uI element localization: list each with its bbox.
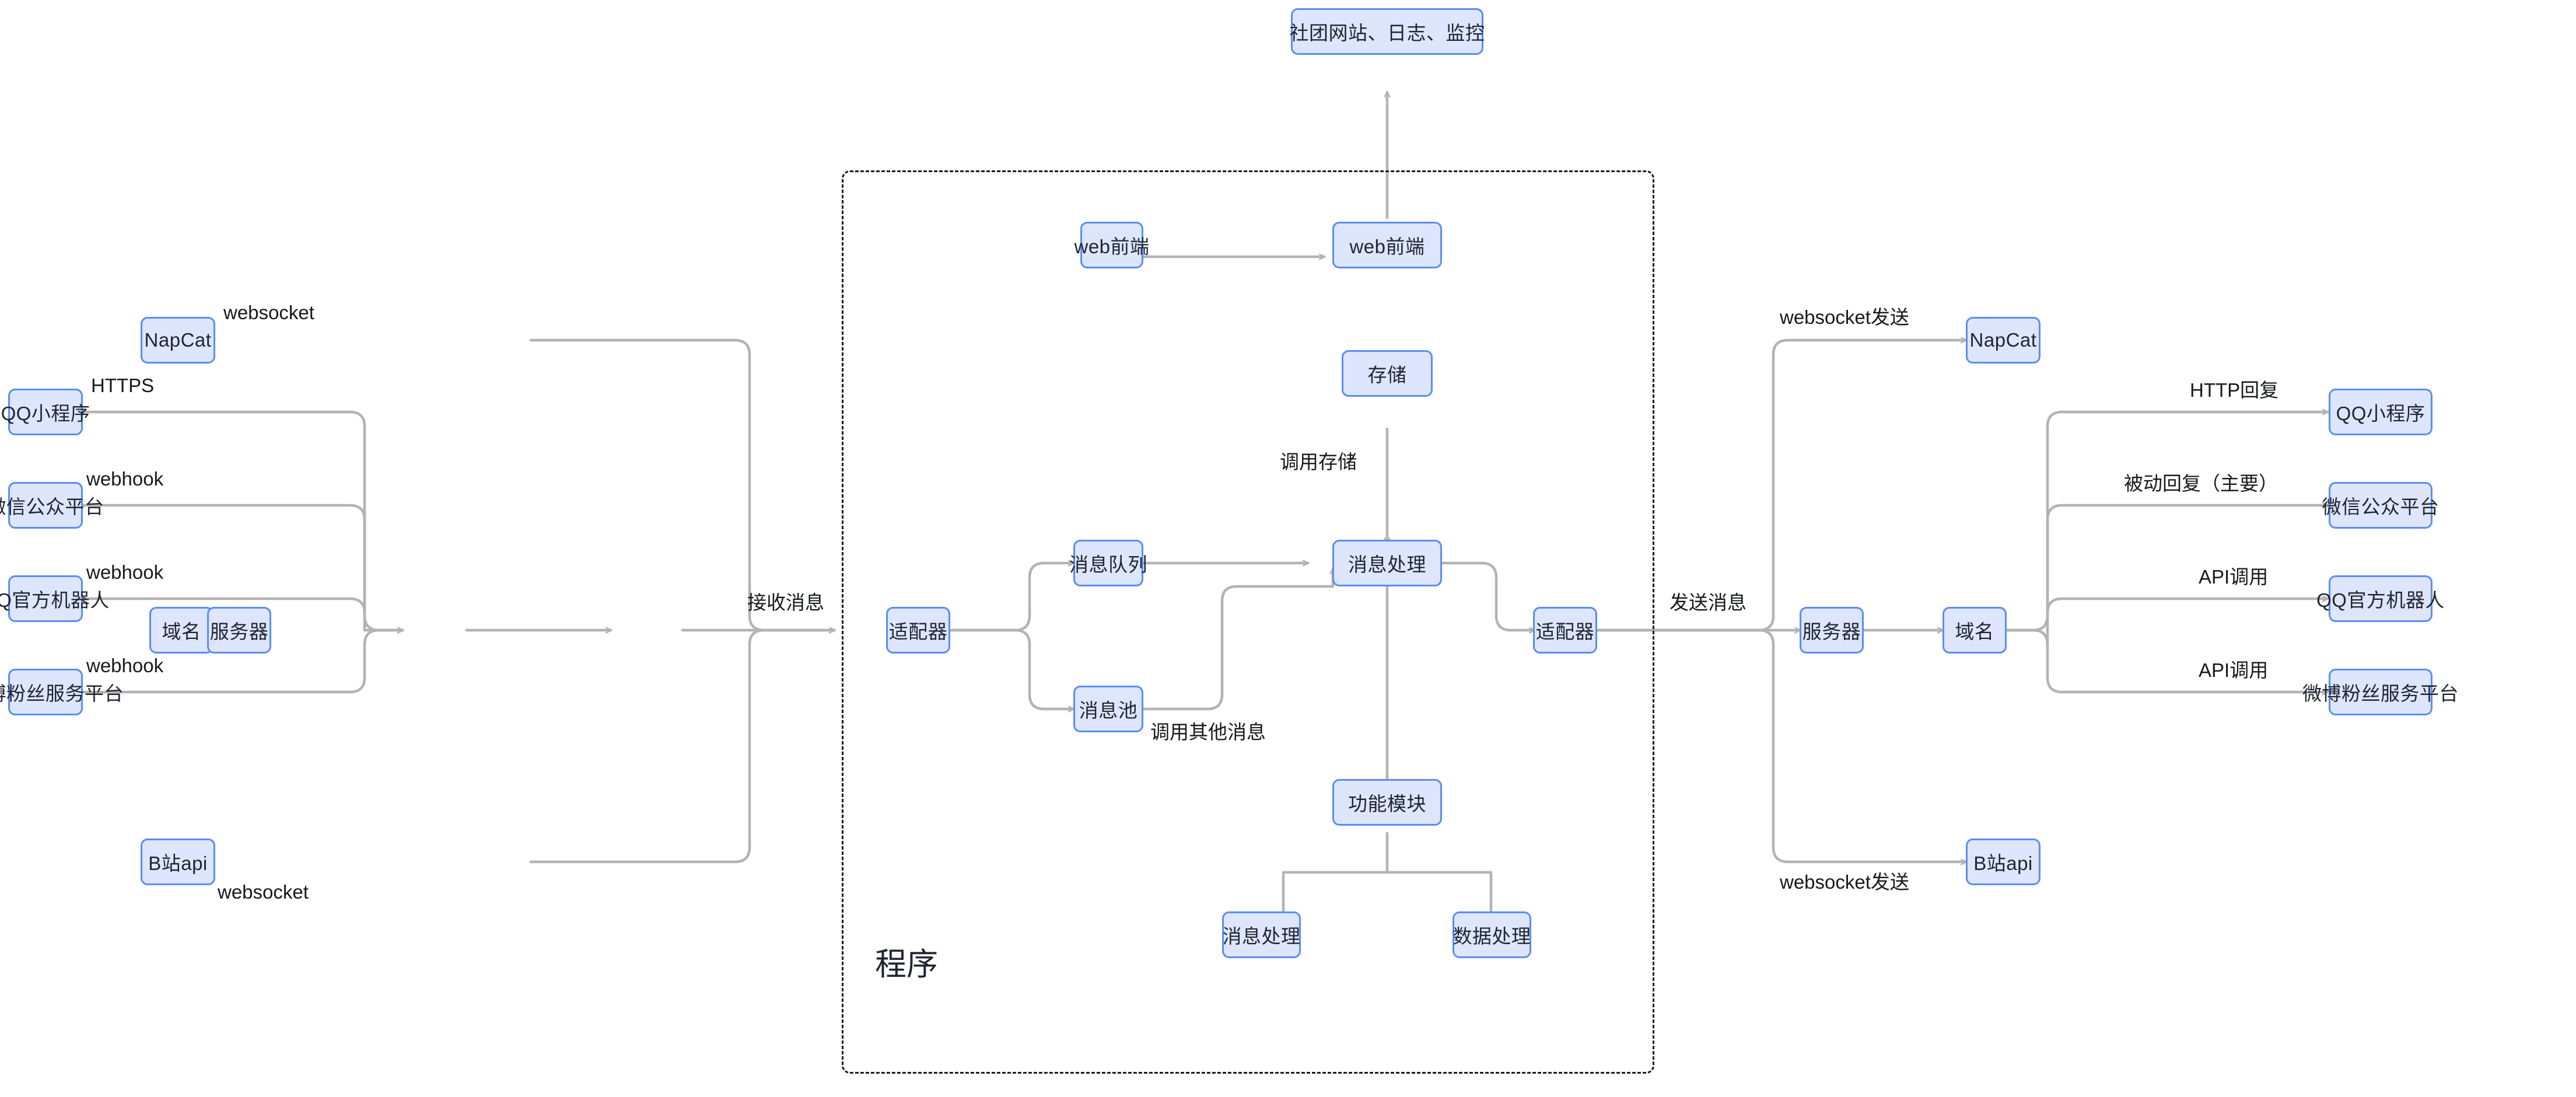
node-output-domain[interactable]: 域名 xyxy=(1943,607,2007,654)
node-feature-message-processing[interactable]: 消息处理 xyxy=(1222,911,1301,958)
node-label: 微信公众平台 xyxy=(0,496,104,518)
node-output-bilibili-api[interactable]: B站api xyxy=(1966,839,2041,885)
edge-label-https: HTTPS xyxy=(91,375,155,396)
edge-label-call-storage: 调用存储 xyxy=(1280,451,1357,473)
node-output-server[interactable]: 服务器 xyxy=(1800,607,1864,654)
node-label: B站api xyxy=(1973,853,2033,874)
node-input-qq-official-bot[interactable]: QQ官方机器人 xyxy=(0,575,109,622)
edge-label-websocket-napcat-in: websocket xyxy=(223,302,314,323)
node-label: 功能模块 xyxy=(1348,793,1426,815)
node-input-napcat[interactable]: NapCat xyxy=(141,317,215,364)
node-adapter-inbound[interactable]: 适配器 xyxy=(886,607,950,654)
node-label: 消息处理 xyxy=(1348,554,1426,575)
node-label: B站api xyxy=(148,853,208,874)
node-label: 消息处理 xyxy=(1222,925,1301,947)
node-label: QQ小程序 xyxy=(1,403,90,424)
node-club-website-log-monitor[interactable]: 社团网站、日志、监控 xyxy=(1289,8,1485,55)
node-label: web前端 xyxy=(1349,236,1425,257)
node-adapter-outbound[interactable]: 适配器 xyxy=(1533,607,1597,654)
edge-label-api-call-2: API调用 xyxy=(2199,659,2269,681)
edge-label-websocket-send-top: websocket发送 xyxy=(1780,306,1909,328)
node-output-wechat-official-platform[interactable]: 微信公众平台 xyxy=(2322,482,2439,529)
node-message-pool[interactable]: 消息池 xyxy=(1073,686,1143,732)
edge-label-api-call-1: API调用 xyxy=(2199,566,2269,588)
node-label: 社团网站、日志、监控 xyxy=(1289,22,1485,44)
node-message-queue[interactable]: 消息队列 xyxy=(1069,540,1147,586)
edge-label-websocket-bilibili-in: websocket xyxy=(218,881,309,903)
node-label: 服务器 xyxy=(209,621,269,642)
node-output-qq-official-bot[interactable]: QQ官方机器人 xyxy=(2316,575,2444,622)
edge-label-webhook-2: webhook xyxy=(86,561,164,583)
node-web-frontend-left[interactable]: web前端 xyxy=(1074,222,1149,268)
node-label: 适配器 xyxy=(1535,621,1595,642)
node-output-weibo-fan-service-platform[interactable]: 微博粉丝服务平台 xyxy=(2302,669,2459,715)
node-feature-data-processing[interactable]: 数据处理 xyxy=(1452,911,1531,958)
edge-label-http-reply: HTTP回复 xyxy=(2190,379,2279,401)
node-output-napcat[interactable]: NapCat xyxy=(1966,317,2041,364)
node-label: 适配器 xyxy=(888,621,948,642)
node-label: 消息队列 xyxy=(1069,554,1147,575)
node-label: QQ官方机器人 xyxy=(2316,589,2445,611)
node-label: NapCat xyxy=(1969,329,2037,351)
node-storage[interactable]: 存储 xyxy=(1342,350,1433,397)
node-label: QQ小程序 xyxy=(2336,403,2426,424)
node-output-qq-mini-program[interactable]: QQ小程序 xyxy=(2329,389,2432,435)
node-label: 域名 xyxy=(1955,621,1994,642)
node-label: web前端 xyxy=(1074,236,1150,257)
node-feature-module[interactable]: 功能模块 xyxy=(1332,779,1442,826)
node-web-frontend-right[interactable]: web前端 xyxy=(1332,222,1442,268)
node-message-handler[interactable]: 消息处理 xyxy=(1332,540,1442,586)
node-label: 数据处理 xyxy=(1452,925,1531,947)
node-input-domain[interactable]: 域名 xyxy=(149,607,214,654)
node-label: 域名 xyxy=(162,621,201,642)
edge-label-websocket-send-bottom: websocket发送 xyxy=(1780,871,1909,893)
node-input-bilibili-api[interactable]: B站api xyxy=(141,839,215,885)
node-input-qq-mini-program[interactable]: QQ小程序 xyxy=(1,389,90,435)
node-label: NapCat xyxy=(144,329,212,351)
program-group-label: 程序 xyxy=(875,947,938,982)
edge-label-receive-message: 接收消息 xyxy=(747,592,824,613)
node-input-wechat-official-platform[interactable]: 微信公众平台 xyxy=(0,482,104,529)
edge-label-call-other-message: 调用其他消息 xyxy=(1150,721,1266,743)
edge-label-webhook-3: webhook xyxy=(86,655,164,676)
edge-label-send-message: 发送消息 xyxy=(1670,592,1746,613)
node-label: 存储 xyxy=(1367,364,1407,386)
node-label: QQ官方机器人 xyxy=(0,589,110,611)
node-label: 服务器 xyxy=(1802,621,1861,642)
node-input-server[interactable]: 服务器 xyxy=(207,607,271,654)
node-input-weibo-fan-service-platform[interactable]: 微博粉丝服务平台 xyxy=(0,669,124,715)
edge-label-webhook-1: webhook xyxy=(86,468,164,490)
node-label: 微博粉丝服务平台 xyxy=(2302,683,2459,704)
edge-label-passive-reply: 被动回复（主要） xyxy=(2124,473,2278,494)
node-label: 微博粉丝服务平台 xyxy=(0,683,124,704)
node-label: 微信公众平台 xyxy=(2322,496,2440,518)
node-label: 消息池 xyxy=(1079,700,1138,721)
